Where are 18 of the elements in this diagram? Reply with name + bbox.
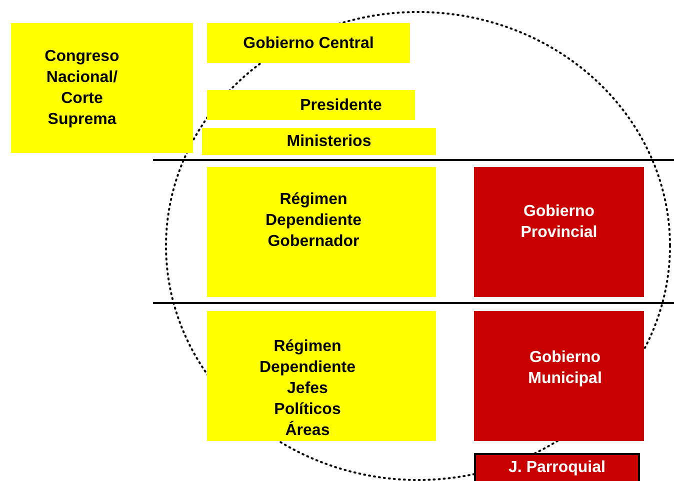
box-label: Régimen Dependiente Jefes Políticos Áreas (258, 336, 356, 440)
org-box (474, 453, 640, 481)
box-label: J. Parroquial (508, 458, 606, 478)
box-label: Gobierno Municipal (527, 348, 603, 389)
org-box (474, 311, 644, 441)
box-label: Régimen Dependiente Gobernador (264, 190, 362, 252)
box-label: Presidente (300, 96, 382, 116)
box-label: Gobierno Central (243, 34, 374, 54)
box-label: Ministerios (286, 132, 372, 152)
org-box (207, 90, 415, 120)
org-box (207, 311, 436, 441)
org-box (11, 23, 193, 153)
box-label: Congreso Nacional/ Corte Suprema (44, 47, 120, 130)
org-box (474, 167, 644, 297)
box-label: Gobierno Provincial (520, 202, 598, 243)
org-box (207, 23, 410, 63)
org-box (202, 128, 436, 155)
org-box (207, 167, 436, 297)
